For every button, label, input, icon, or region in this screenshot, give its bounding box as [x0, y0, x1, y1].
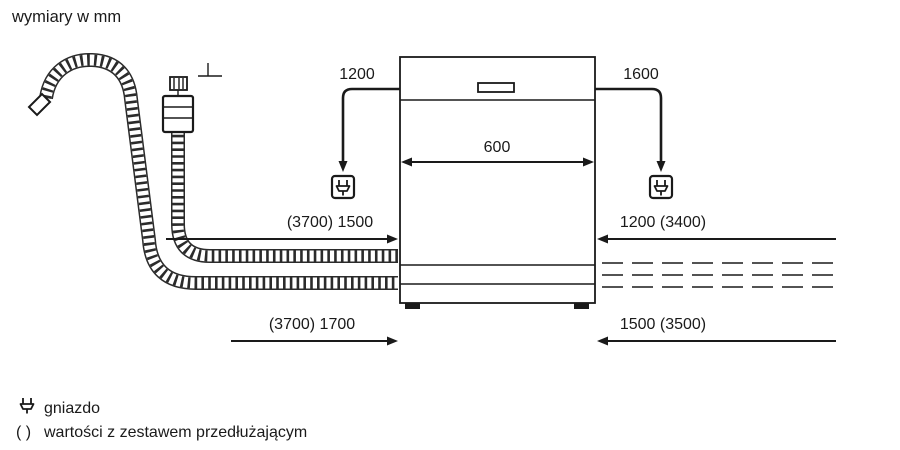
socket-legend-icon [19, 398, 35, 414]
legend-socket-label: gniazdo [44, 400, 100, 417]
legend-extension-prefix: ( ) [16, 424, 31, 441]
right-foot [574, 303, 589, 309]
dishwasher-outline [399, 56, 596, 309]
control-panel [477, 82, 515, 93]
aquastop-valve [161, 63, 222, 134]
dimension-drain-hose: (3700) 1700 [231, 316, 398, 346]
dimension-label-1600: 1600 [623, 66, 659, 83]
left-foot [405, 303, 420, 309]
dimension-width: 600 [401, 139, 594, 167]
dimension-label-drain: (3700) 1700 [269, 316, 355, 333]
dimension-label-1200: 1200 [339, 66, 375, 83]
dimension-label-cord-right: 1200 (3400) [620, 214, 706, 231]
legend-extension-label: wartości z zestawem przedłużającym [43, 424, 307, 441]
dimension-cord-bottom-right: 1500 (3500) [597, 316, 836, 346]
socket-icon-right [648, 174, 674, 200]
power-cord-dashed-lines [602, 262, 836, 288]
drain-hose [27, 52, 398, 290]
legend: gniazdo ( ) wartości z zestawem przedłuż… [16, 398, 307, 441]
dimension-inlet-hose: (3700) 1500 [166, 214, 398, 244]
dimension-socket-left: 1200 [330, 66, 400, 200]
inlet-hose [171, 128, 398, 263]
dimension-label-cord-bottom: 1500 (3500) [620, 316, 706, 333]
drain-hose-nozzle [27, 92, 52, 117]
socket-icon-left [330, 174, 356, 200]
dimension-cord-right: 1200 (3400) [597, 214, 836, 244]
dimension-socket-right: 1600 [595, 66, 674, 200]
page-title: wymiary w mm [11, 8, 121, 26]
dimension-label-600: 600 [484, 139, 511, 156]
dimension-label-inlet: (3700) 1500 [287, 214, 373, 231]
